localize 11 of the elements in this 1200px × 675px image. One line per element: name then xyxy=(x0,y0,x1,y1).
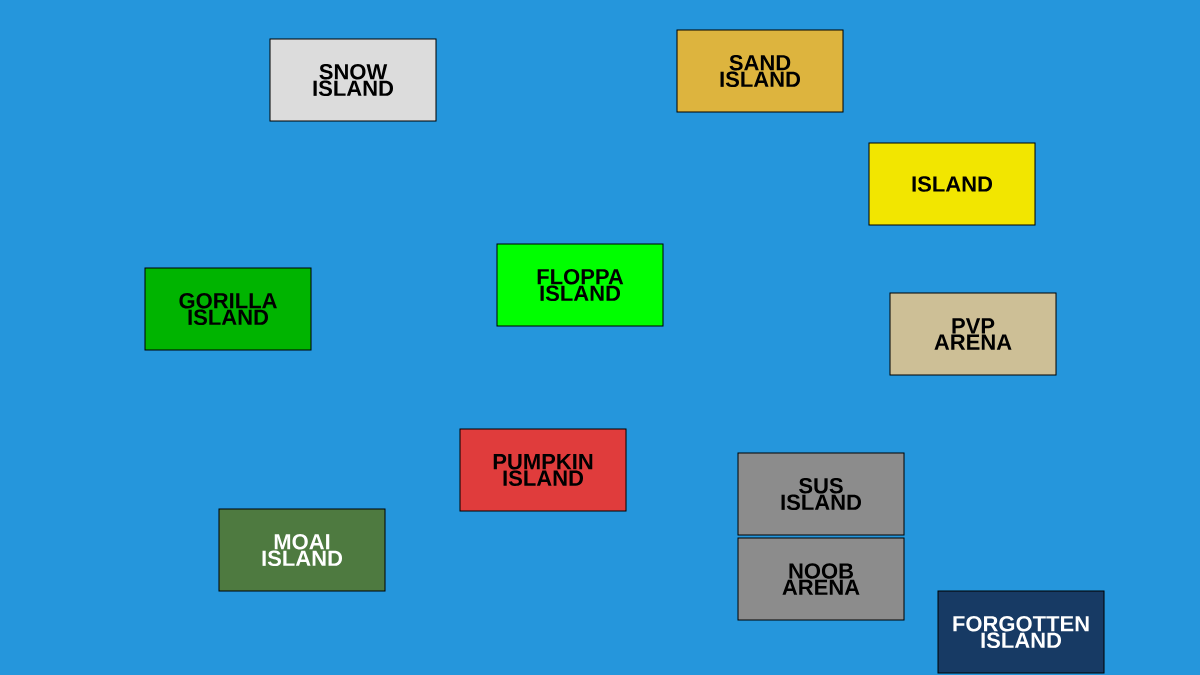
island-box: PVP ARENA xyxy=(889,292,1057,376)
island-box: ISLAND xyxy=(868,142,1036,226)
island-box: SUS ISLAND xyxy=(737,452,905,536)
island-box: FORGOTTEN ISLAND xyxy=(937,590,1105,674)
island-box: GORILLA ISLAND xyxy=(144,267,312,351)
island-box: SNOW ISLAND xyxy=(269,38,437,122)
island-box: PUMPKIN ISLAND xyxy=(459,428,627,512)
island-box: FLOPPA ISLAND xyxy=(496,243,664,327)
island-box: SAND ISLAND xyxy=(676,29,844,113)
island-box: NOOB ARENA xyxy=(737,537,905,621)
island-box: MOAI ISLAND xyxy=(218,508,386,592)
